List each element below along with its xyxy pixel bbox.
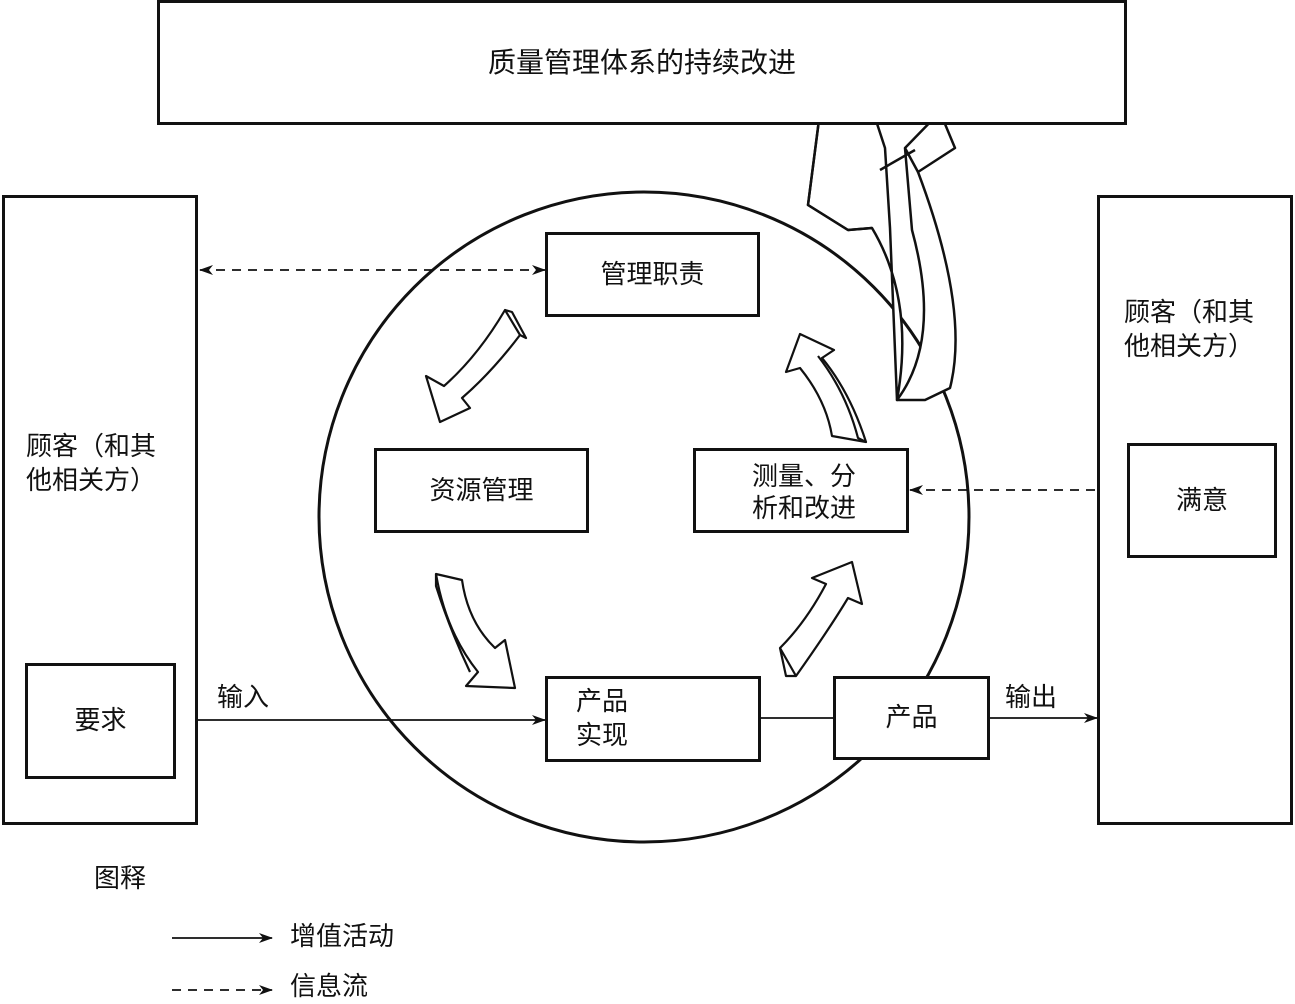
continual-improvement-box: 质量管理体系的持续改进	[157, 0, 1127, 125]
measurement-analysis-label-line2: 析和改进	[752, 494, 857, 524]
product-realization-box	[545, 676, 761, 762]
product-realization-label-line2: 实现	[576, 721, 629, 751]
product-realization-label-line1: 产品	[576, 687, 629, 717]
requirement-label: 要求	[74, 706, 127, 736]
resource-management-label: 资源管理	[429, 475, 534, 506]
left-customer-label-line2: 他相关方）	[26, 466, 157, 496]
legend-title: 图释	[94, 864, 147, 894]
legend-item-info-flow: 信息流	[290, 972, 369, 1002]
arrow-measure-to-management	[784, 332, 868, 444]
process-circle	[317, 190, 971, 844]
measurement-analysis-label-line1: 测量、分	[752, 462, 857, 492]
right-customer-label-line2: 他相关方）	[1124, 332, 1255, 362]
satisfaction-box: 满意	[1127, 443, 1277, 558]
arrow-realization-to-measure	[778, 560, 864, 678]
continual-improvement-title: 质量管理体系的持续改进	[487, 45, 796, 79]
management-responsibility-label: 管理职责	[600, 259, 705, 290]
output-label: 输出	[1005, 683, 1058, 713]
product-box: 产品	[833, 676, 990, 760]
arrow-management-to-resource	[424, 308, 528, 424]
left-customer-label-line1: 顾客（和其	[26, 432, 157, 462]
management-responsibility-box: 管理职责	[545, 232, 760, 317]
product-label: 产品	[885, 703, 938, 733]
satisfaction-label: 满意	[1175, 485, 1228, 516]
right-customer-label-line1: 顾客（和其	[1124, 298, 1255, 328]
resource-management-box: 资源管理	[374, 448, 589, 533]
input-label: 输入	[217, 683, 270, 713]
arrow-resource-to-realization	[434, 572, 517, 690]
measurement-analysis-box	[693, 448, 909, 533]
continual-improvement-arrow	[806, 94, 957, 402]
legend-item-value-added: 增值活动	[290, 922, 395, 952]
requirement-box: 要求	[25, 663, 176, 779]
